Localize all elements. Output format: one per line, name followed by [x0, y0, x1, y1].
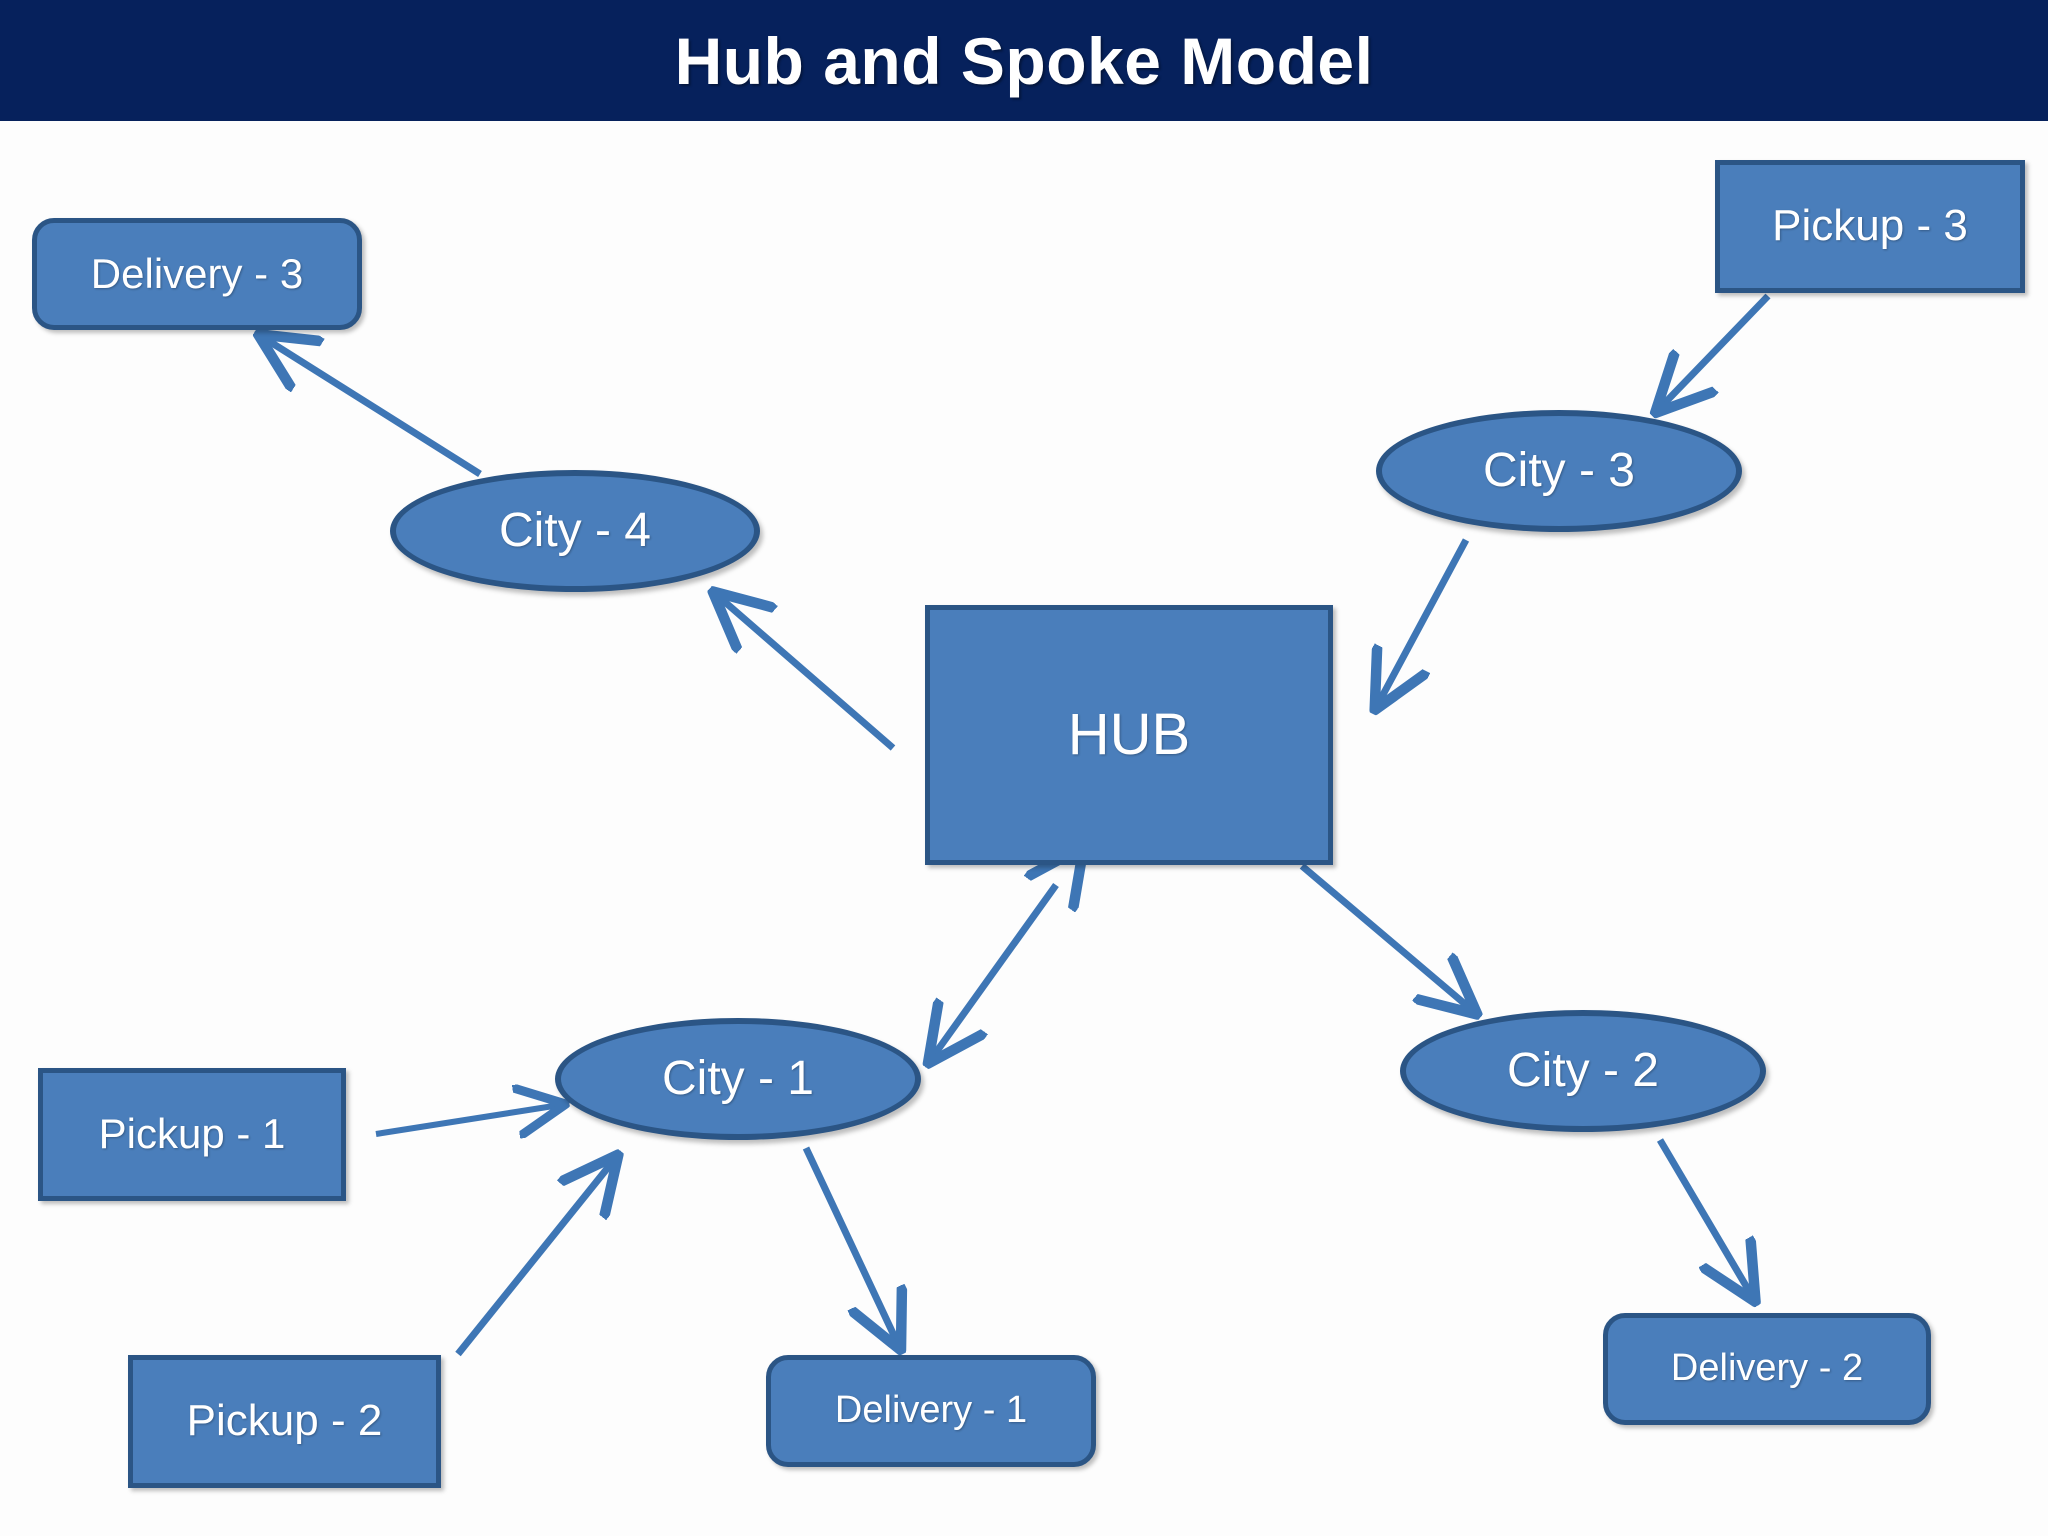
- node-delivery-2[interactable]: Delivery - 2: [1603, 1313, 1931, 1425]
- node-city-4-label: City - 4: [498, 503, 651, 557]
- node-hub[interactable]: HUB: [925, 605, 1333, 865]
- node-city-1[interactable]: City - 1: [555, 1018, 921, 1140]
- connector-city4-to-delivery3: [264, 338, 482, 477]
- node-pickup-3[interactable]: Pickup - 3: [1715, 160, 2025, 293]
- connector-hub-to-city4: [718, 596, 896, 751]
- connector-hub-to-city2: [1299, 863, 1472, 1010]
- node-city-2[interactable]: City - 2: [1400, 1010, 1766, 1132]
- node-delivery-3-label: Delivery - 3: [90, 249, 304, 297]
- connector-pickup3-to-city3: [1660, 293, 1771, 408]
- node-delivery-3[interactable]: Delivery - 3: [32, 218, 362, 330]
- page-title: Hub and Spoke Model: [674, 23, 1374, 98]
- node-pickup-3-label: Pickup - 3: [1772, 201, 1968, 251]
- node-delivery-2-label: Delivery - 2: [1670, 1347, 1864, 1390]
- connector-city3-to-hub: [1378, 538, 1470, 704]
- node-city-4[interactable]: City - 4: [390, 470, 760, 592]
- slide-title-bar: Hub and Spoke Model: [0, 0, 2048, 121]
- node-pickup-2-label: Pickup - 2: [186, 1396, 383, 1446]
- connector-pickup1-to-city1: [375, 1105, 560, 1134]
- node-hub-label: HUB: [1067, 701, 1191, 767]
- node-city-3-label: City - 3: [1482, 443, 1635, 497]
- node-city-1-label: City - 1: [661, 1051, 814, 1105]
- node-city-2-label: City - 2: [1506, 1043, 1659, 1097]
- node-city-3[interactable]: City - 3: [1376, 410, 1742, 532]
- node-pickup-2[interactable]: Pickup - 2: [128, 1355, 441, 1488]
- connector-pickup2-to-city1: [455, 1160, 614, 1357]
- node-delivery-1-label: Delivery - 1: [834, 1389, 1028, 1432]
- connector-city2-to-delivery2: [1656, 1138, 1752, 1296]
- node-delivery-1[interactable]: Delivery - 1: [766, 1355, 1096, 1467]
- connector-city1-to-delivery1: [802, 1146, 898, 1344]
- connector-hub-to-city1: [932, 885, 1056, 1058]
- node-pickup-1[interactable]: Pickup - 1: [38, 1068, 346, 1201]
- node-pickup-1-label: Pickup - 1: [98, 1110, 286, 1158]
